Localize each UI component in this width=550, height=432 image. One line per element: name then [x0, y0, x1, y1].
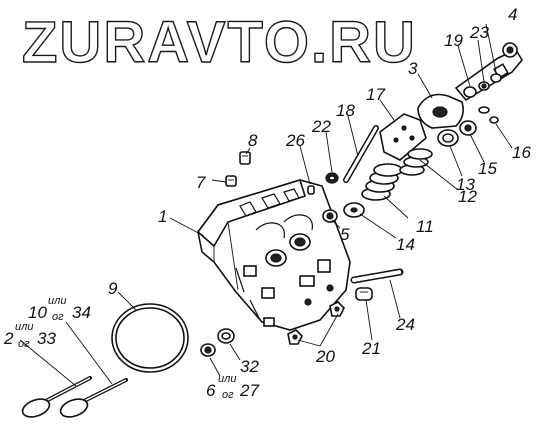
plug-7 [225, 175, 237, 187]
seal-5 [322, 209, 338, 223]
label-3: 3 [408, 59, 418, 78]
label-2-alt: 33 [37, 329, 56, 348]
label-19: 19 [444, 31, 463, 50]
label-6-alt: 27 [239, 381, 259, 400]
label-17: 17 [366, 85, 385, 104]
label-16: 16 [512, 143, 531, 162]
plug-8 [239, 151, 251, 165]
seal-6-27 [200, 343, 216, 357]
spring-11 [361, 163, 403, 201]
bracket-17 [379, 113, 427, 161]
cylinder-head [196, 179, 351, 331]
label-10-sub: ог [52, 311, 64, 323]
stud-24 [350, 268, 404, 284]
nut-20a [329, 301, 345, 317]
seal-22 [325, 172, 339, 184]
label-32: 32 [240, 357, 259, 376]
label-4: 4 [508, 5, 517, 24]
label-10-sup: или [48, 295, 66, 307]
bushing-21 [355, 287, 373, 301]
label-2-sup: или [15, 321, 33, 333]
label-18: 18 [336, 101, 355, 120]
valve-2-33 [21, 376, 92, 418]
label-6-sup: или [218, 373, 236, 385]
label-6-sub: ог [222, 389, 234, 401]
label-5: 5 [340, 225, 350, 244]
label-11: 11 [416, 217, 434, 236]
label-12: 12 [458, 187, 477, 206]
valve-10-34 [59, 378, 128, 418]
label-8: 8 [248, 131, 258, 150]
leader-lines [19, 23, 513, 387]
label-9: 9 [108, 279, 118, 298]
label-2-sub: ог [18, 338, 30, 350]
label-10-alt: 34 [72, 303, 91, 322]
label-23: 23 [469, 23, 489, 42]
washer-15 [459, 120, 477, 136]
label-26: 26 [285, 131, 305, 150]
label-14: 14 [396, 235, 415, 254]
label-7: 7 [196, 173, 206, 192]
rocker-bracket [417, 73, 502, 129]
label-15: 15 [478, 159, 497, 178]
pin-26 [307, 185, 315, 195]
label-6: 6 [206, 381, 216, 400]
washer-14 [343, 202, 365, 218]
spring-12 [399, 148, 433, 176]
pin-16 [478, 106, 499, 124]
ring-32 [217, 328, 235, 344]
gasket-9 [111, 303, 189, 373]
label-13: 13 [456, 175, 475, 194]
nut-20b [287, 329, 303, 345]
washer-13 [437, 129, 459, 147]
label-2: 2 [3, 329, 14, 348]
callout-labels: 1 2 или ог 33 10 или ог 34 3 4 19 23 5 7… [3, 5, 531, 401]
label-24: 24 [395, 315, 415, 334]
label-10: 10 [28, 303, 47, 322]
watermark-text: ZURAVTO.RU [22, 10, 417, 75]
rod-18 [343, 125, 379, 183]
label-1: 1 [158, 207, 167, 226]
label-20: 20 [315, 347, 335, 366]
label-22: 22 [311, 117, 331, 136]
label-21: 21 [361, 339, 381, 358]
